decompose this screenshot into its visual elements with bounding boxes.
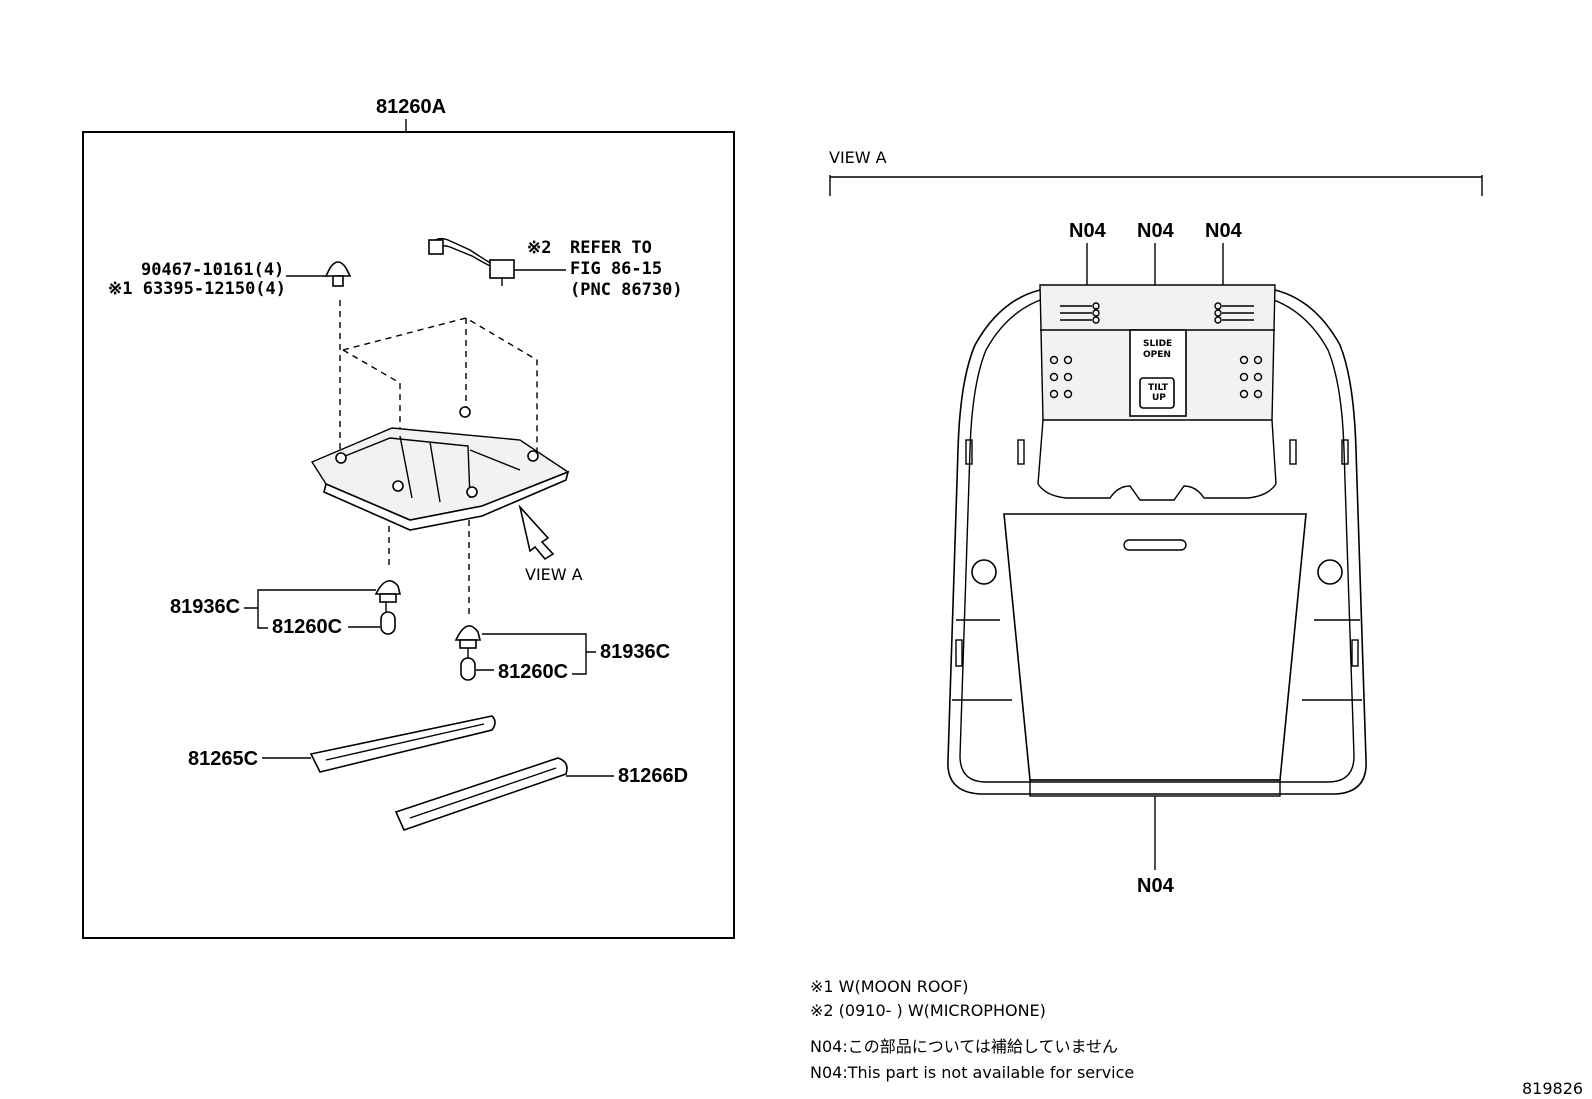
n04-right-label[interactable]: N04	[1205, 220, 1243, 242]
notes-group: ※1 W(MOON ROOF) ※2 (0910- ) W(MICROPHONE…	[810, 977, 1134, 1082]
view-a-title[interactable]: VIEW A	[829, 148, 887, 167]
view-a-bracket	[829, 175, 1483, 196]
dots-left-icon	[1049, 355, 1073, 399]
socket-left-label[interactable]: 81936C	[170, 596, 240, 618]
slide-label-2: OPEN	[1143, 350, 1171, 360]
holder-grip	[1123, 539, 1187, 551]
note-3: N04:この部品については補給していません	[810, 1037, 1118, 1056]
lens-right-label[interactable]: 81266D	[618, 765, 688, 787]
refer-line-2[interactable]: FIG 86-15	[570, 259, 662, 279]
lens-right-icon	[394, 757, 568, 831]
moonroof-switch[interactable]: SLIDE OPEN TILT UP	[1129, 329, 1187, 417]
slide-label-1: SLIDE	[1143, 339, 1172, 349]
view-a-arrow-icon	[518, 504, 555, 561]
bulb-left-icon	[380, 611, 396, 635]
n04-left-label[interactable]: N04	[1069, 220, 1107, 242]
assembly-frame	[82, 131, 735, 939]
microphone-grille-left-icon	[1060, 302, 1100, 324]
tilt-button[interactable]	[1139, 377, 1175, 409]
view-a-console-inner	[959, 297, 1355, 783]
view-a-arrow-label[interactable]: VIEW A	[525, 565, 583, 584]
clip-moonroof-label[interactable]: ※1 63395-12150(4)	[108, 279, 286, 299]
note-4: N04:This part is not available for servi…	[810, 1063, 1134, 1082]
screw-label[interactable]: 90467-10161(4)	[141, 260, 284, 280]
assembly-label[interactable]: 81260A	[376, 96, 446, 118]
wire-harness-icon	[428, 237, 515, 286]
tilt-label-1: TILT	[1148, 383, 1169, 393]
dots-right-icon	[1239, 355, 1263, 399]
n04-center-label[interactable]: N04	[1137, 220, 1175, 242]
lamp-right-icon	[1317, 559, 1343, 585]
bulb-right-icon	[460, 657, 476, 681]
refer-line-1[interactable]: REFER TO	[570, 238, 652, 258]
bulb-right-label[interactable]: 81260C	[498, 661, 568, 683]
lens-left-icon	[309, 715, 496, 773]
screw-icon	[324, 261, 352, 287]
microphone-grille-right-icon	[1214, 302, 1254, 324]
note-2: ※2 (0910- ) W(MICROPHONE)	[810, 1001, 1046, 1020]
lamp-left-icon	[971, 559, 997, 585]
sunglass-holder-icon	[1003, 513, 1307, 781]
figure-number: 819826	[1522, 1079, 1583, 1098]
assembly-group: 81260A 90467-10161(4) ※1 63395-12150(4) …	[82, 96, 735, 939]
bulb-left-label[interactable]: 81260C	[272, 616, 342, 638]
socket-right-label[interactable]: 81936C	[600, 641, 670, 663]
socket-left-leader	[244, 589, 376, 629]
refer-mark: ※2	[527, 238, 551, 258]
view-a-group: VIEW A N04 N04 N04	[829, 148, 1483, 897]
socket-left-icon	[374, 580, 402, 603]
note-1: ※1 W(MOON ROOF)	[810, 977, 969, 996]
socket-right-leader	[482, 633, 596, 675]
console-housing-icon	[310, 406, 570, 531]
socket-right-icon	[454, 625, 482, 649]
tilt-label-2: UP	[1152, 393, 1166, 403]
n04-bottom-label[interactable]: N04	[1137, 875, 1175, 897]
refer-line-3[interactable]: (PNC 86730)	[570, 280, 683, 300]
lens-left-label[interactable]: 81265C	[188, 748, 258, 770]
